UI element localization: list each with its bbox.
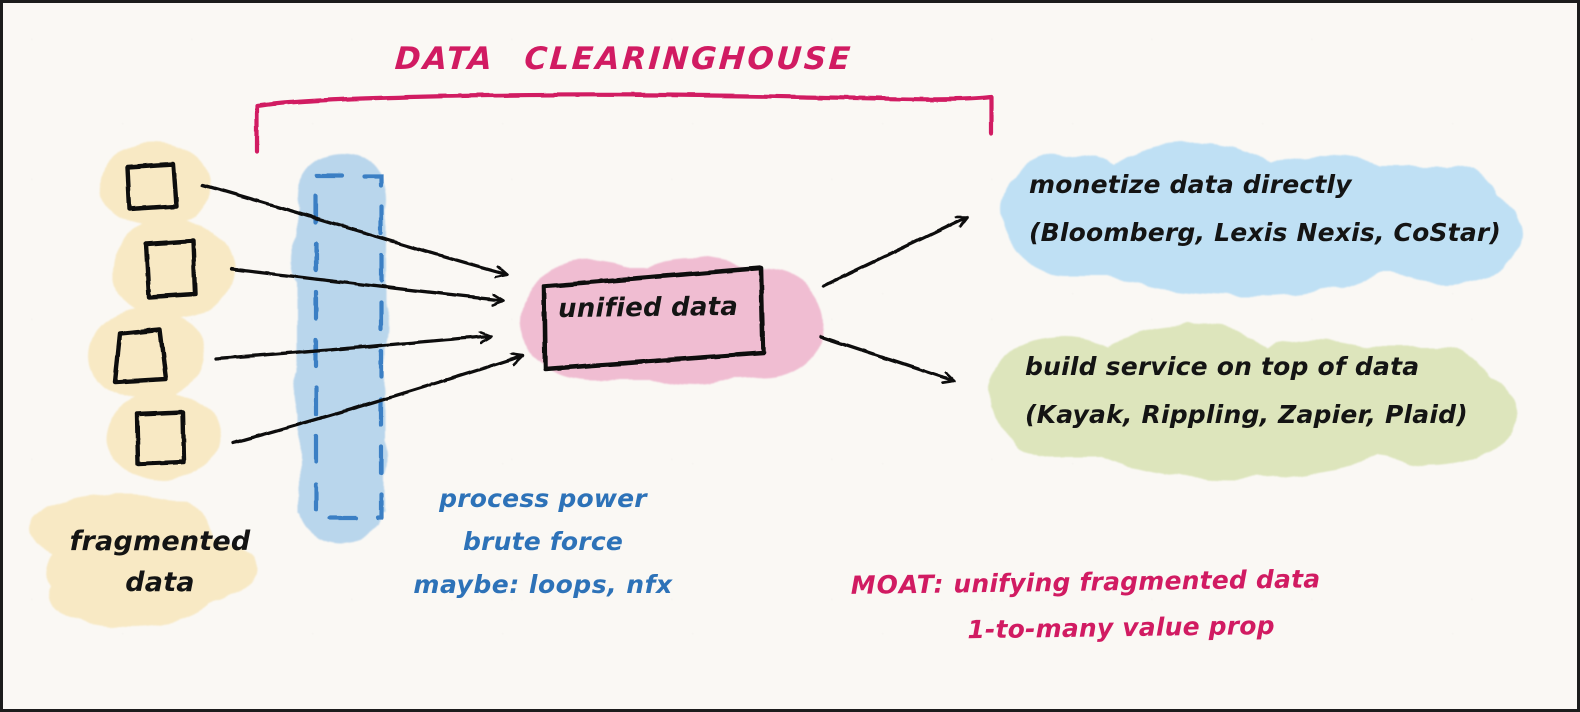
fragmented-data-squares: [112, 161, 198, 467]
outcome-arrow-monetize: [821, 217, 967, 288]
fragmented-data-label-blob: [29, 495, 257, 627]
data-square-3: [112, 327, 169, 385]
input-arrow-3: [214, 336, 490, 361]
fragmented-data-blobs: [89, 142, 235, 482]
data-square-1: [124, 161, 179, 212]
clearinghouse-bracket: [254, 92, 994, 154]
input-arrow-1: [201, 183, 506, 274]
diagram-artwork: [29, 92, 1523, 627]
unified-data-box: [541, 265, 766, 372]
input-arrows: [201, 183, 522, 445]
processing-dashed-boundary: [313, 173, 384, 521]
data-square-2: [143, 238, 198, 300]
data-square-4: [134, 409, 187, 467]
outcome-blob-service: [989, 325, 1515, 479]
input-arrow-2: [229, 267, 503, 300]
outcome-blob-monetize: [1001, 143, 1523, 296]
outcome-arrows: [819, 217, 967, 381]
input-arrow-4: [231, 356, 522, 445]
outcome-arrow-service: [819, 335, 954, 381]
